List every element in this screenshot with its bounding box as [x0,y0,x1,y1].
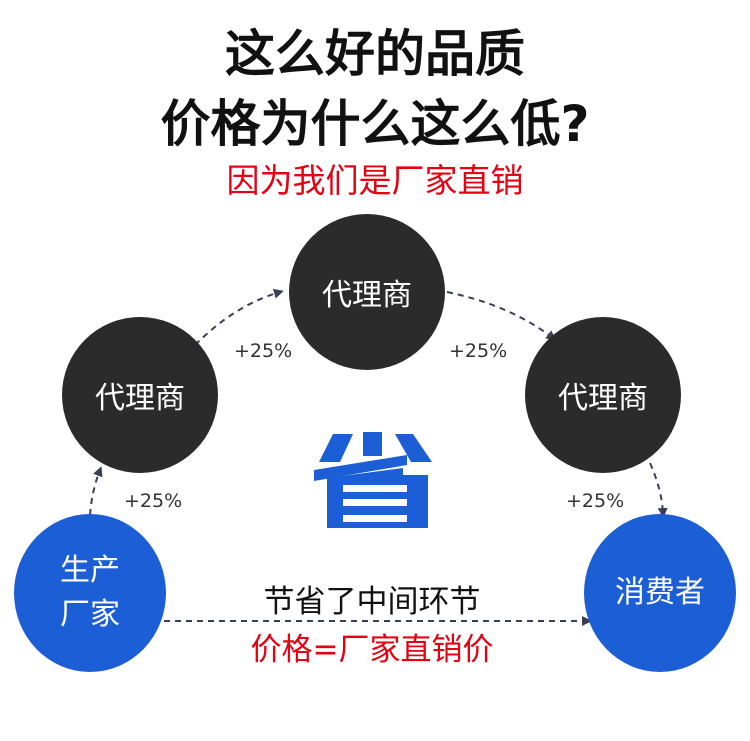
title-line1: 这么好的品质 [225,25,525,83]
bottom-text: 节省了中间环节 [263,584,481,620]
consumer-node: 消费者 [584,514,736,672]
markup-label: +25% [124,490,183,512]
manufacturer-label-1: 生产 [60,553,120,588]
arrow-agent-top-to-right [446,291,557,341]
agent-right-label: 代理商 [558,381,648,416]
consumer-label: 消费者 [615,575,705,610]
agent-left-node: 代理商 [62,317,218,473]
arrow-agent-to-consumer [649,462,668,518]
markup-label: +25% [234,340,293,362]
arrow-manufacturer-to-agent [89,466,103,516]
agent-top-label: 代理商 [322,278,412,313]
save-icon [314,432,432,528]
agent-left-label: 代理商 [95,381,185,416]
markup-label: +25% [449,340,508,362]
agent-top-node: 代理商 [289,214,445,370]
markup-label: +25% [566,490,625,512]
price-text: 价格=厂家直销价 [250,632,494,668]
manufacturer-label-2: 厂家 [60,597,120,632]
subtitle: 因为我们是厂家直销 [226,161,524,200]
agent-right-node: 代理商 [525,317,681,473]
arrow-agent-left-to-top [194,288,284,346]
manufacturer-node: 生产厂家 [14,514,166,672]
title-line2: 价格为什么这么低? [160,95,590,153]
